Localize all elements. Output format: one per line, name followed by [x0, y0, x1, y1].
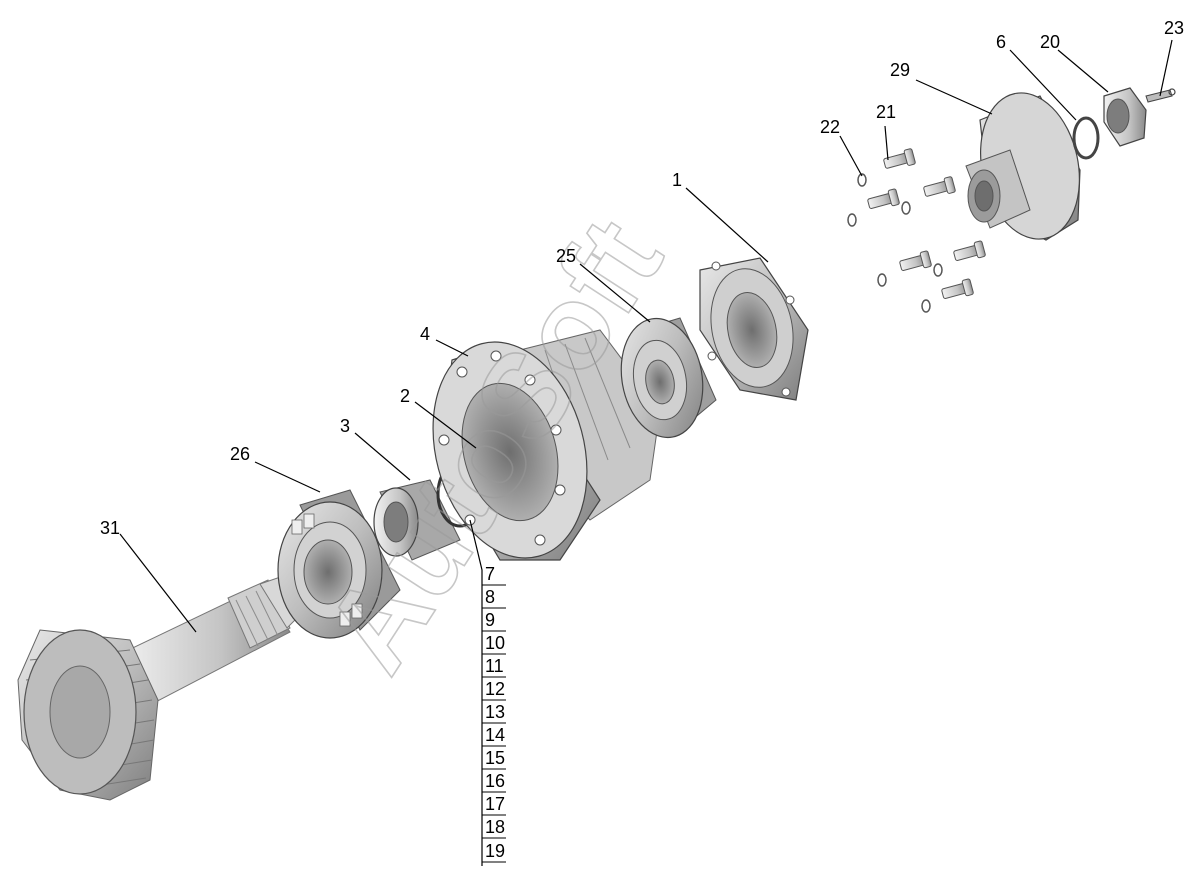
shim-label-9: 9: [485, 610, 495, 630]
callout-31: 31: [100, 518, 120, 538]
bevel-gear: [17, 629, 159, 801]
callout-22: 22: [820, 117, 840, 137]
shim-label-11: 11: [485, 656, 504, 676]
part-20-nut: [1103, 87, 1147, 147]
part-26-roller-bearing: [277, 489, 401, 639]
callout-2: 2: [400, 386, 410, 406]
shim-label-10: 10: [485, 633, 505, 653]
shim-label-16: 16: [485, 771, 505, 791]
callout-21: 21: [876, 102, 896, 122]
shim-stack-list: 7 8 9 10 11 12 13 14 15 16 17 18 19: [482, 564, 506, 863]
callout-29: 29: [890, 60, 910, 80]
part-3-spacer-sleeve: [373, 479, 461, 561]
callout-1: 1: [672, 170, 682, 190]
leader-lines: [119, 39, 1173, 866]
shim-label-17: 17: [485, 794, 505, 814]
part-6-lock-washer: [1072, 116, 1100, 160]
shim-label-15: 15: [485, 748, 505, 768]
shim-label-7: 7: [485, 564, 495, 584]
callout-labels: 1 2 3 4 6 20 21 22 23 25 26 29 31: [100, 18, 1184, 538]
shim-label-18: 18: [485, 817, 505, 837]
shim-label-19: 19: [485, 841, 505, 861]
callout-4: 4: [420, 324, 430, 344]
part-23-cotter-pin: [1145, 88, 1176, 103]
part-25-bearing: [620, 317, 717, 439]
part-1-cover-flange: [699, 257, 809, 401]
callout-23: 23: [1164, 18, 1184, 38]
part-31-pinion-shaft: [17, 572, 306, 801]
callout-6: 6: [996, 32, 1006, 52]
callout-20: 20: [1040, 32, 1060, 52]
shim-label-13: 13: [485, 702, 505, 722]
shim-label-14: 14: [485, 725, 505, 745]
shim-label-8: 8: [485, 587, 495, 607]
callout-26: 26: [230, 444, 250, 464]
callout-3: 3: [340, 416, 350, 436]
part-22-washers: [847, 173, 943, 313]
part-29-output-flange: [965, 92, 1081, 241]
callout-25: 25: [556, 246, 576, 266]
part-21-bolts: [867, 148, 986, 299]
shim-label-12: 12: [485, 679, 505, 699]
